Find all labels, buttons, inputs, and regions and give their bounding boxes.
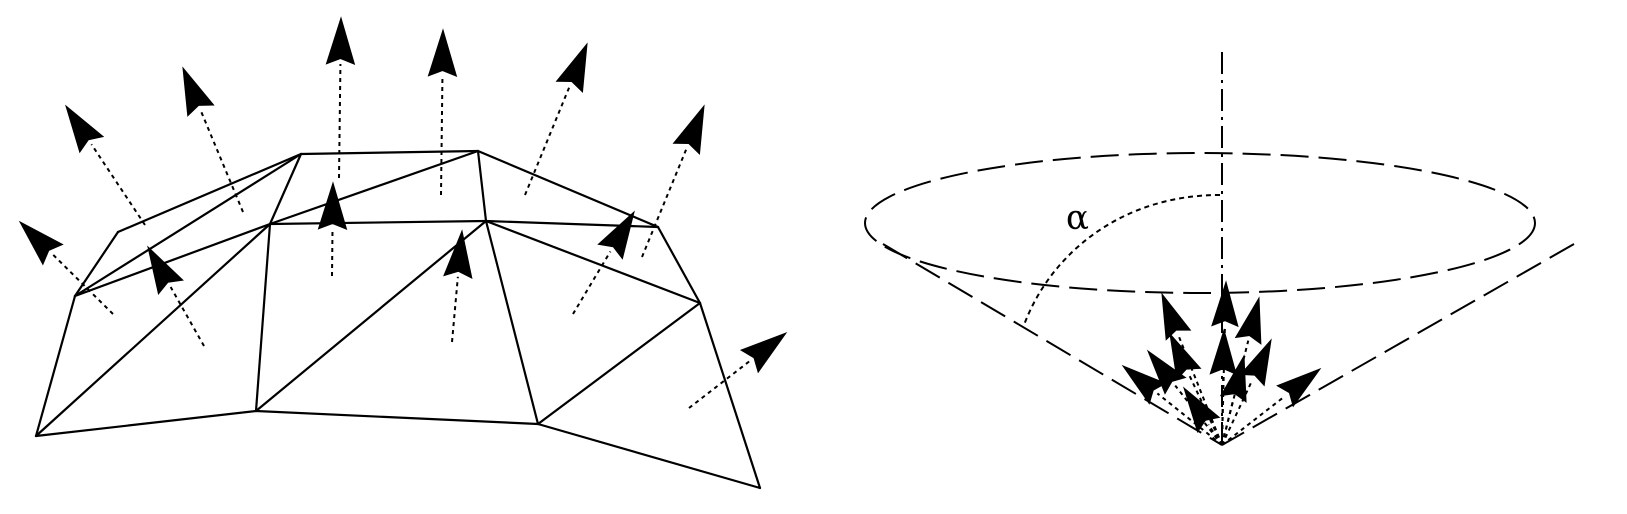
mesh-edge: [536, 422, 762, 490]
normal-shaft: [338, 63, 342, 179]
arrow-head: [597, 210, 635, 260]
mesh-edge: [299, 149, 480, 156]
normal-arrow: [572, 210, 635, 315]
mesh-edge: [476, 149, 488, 223]
normal-arrow: [443, 229, 473, 343]
cone-angle-label: α: [1066, 198, 1089, 238]
mesh-edge: [268, 152, 303, 226]
normal-arrow: [147, 245, 205, 347]
mesh-edge: [484, 219, 660, 229]
arrow-head: [1209, 328, 1237, 376]
normal-arrow: [182, 66, 244, 213]
normal-arrow: [325, 16, 356, 179]
normal-arrow: [688, 331, 788, 409]
normal-arrow: [18, 220, 114, 315]
normal-arrow: [1221, 296, 1262, 446]
mesh-edge: [268, 219, 488, 226]
mesh-edge: [34, 222, 272, 438]
arrow-head: [1239, 338, 1272, 387]
normal-arrow: [1209, 328, 1237, 446]
arrow-head: [1161, 292, 1192, 341]
arrow-head: [443, 229, 473, 279]
mesh-edge: [34, 294, 77, 438]
triangle-mesh: [34, 149, 762, 490]
mesh-edge: [476, 149, 660, 229]
mesh-with-normals: [18, 16, 788, 490]
arrow-head: [147, 245, 184, 296]
normal-arrow: [427, 28, 458, 196]
arrow-head: [325, 16, 356, 66]
arrow-head: [1234, 296, 1262, 345]
arrow-head: [672, 104, 705, 155]
arrow-head: [65, 104, 105, 154]
arrow-head: [1121, 364, 1167, 405]
normal-arrow: [1146, 349, 1223, 446]
cone-left-side: [882, 243, 1223, 446]
normal-shaft: [169, 286, 205, 347]
arrow-head: [427, 28, 458, 78]
mesh-edge: [254, 409, 540, 426]
normal-shaft: [688, 360, 751, 409]
normal-shaft: [331, 228, 334, 277]
normal-shaft: [440, 75, 444, 196]
normal-shaft: [1221, 395, 1286, 446]
arrow-head: [1146, 349, 1187, 395]
mesh-edge: [73, 222, 272, 298]
cone-angle-arc: [1023, 194, 1221, 326]
normal-shaft: [1221, 340, 1250, 446]
normal-shaft: [51, 253, 114, 315]
mesh-edge: [254, 222, 272, 413]
normal-shaft: [90, 143, 146, 226]
normal-cone: α: [864, 52, 1575, 446]
cone-right-side: [1221, 243, 1575, 446]
arrow-head: [1276, 367, 1322, 408]
normal-shaft: [1221, 379, 1254, 446]
arrow-head: [555, 42, 588, 93]
arrow-head: [317, 181, 348, 231]
arrow-head: [182, 66, 215, 117]
normal-shaft: [641, 148, 688, 258]
arrow-head: [1183, 386, 1221, 433]
mesh-edge: [268, 149, 480, 226]
normal-arrow: [1221, 338, 1272, 446]
normal-shaft: [524, 86, 571, 196]
mesh-edge: [116, 152, 303, 234]
mesh-edge: [73, 152, 303, 298]
normal-arrow: [1221, 367, 1322, 446]
arrow-head: [739, 331, 788, 374]
normal-shaft: [199, 110, 244, 213]
normal-arrow: [1169, 332, 1223, 446]
mesh-edge: [656, 225, 702, 305]
normal-shaft: [451, 276, 459, 343]
normal-arrow: [1121, 364, 1223, 446]
cone-rim: [864, 152, 1536, 294]
arrow-head: [1169, 332, 1202, 381]
mesh-edge: [254, 219, 488, 413]
mesh-edge: [484, 219, 702, 305]
normal-arrow: [641, 104, 705, 258]
arrow-head: [1219, 354, 1247, 403]
normal-arrow: [524, 42, 588, 196]
normal-arrow: [1219, 354, 1247, 446]
normal-arrow: [65, 104, 146, 226]
normal-shaft: [1221, 373, 1225, 446]
arrow-head: [1211, 280, 1239, 328]
cone-normals: [1121, 280, 1322, 446]
normal-arrow: [317, 181, 348, 277]
normal-arrow: [1183, 386, 1223, 446]
mesh-edge: [698, 301, 762, 490]
normal-shaft: [1187, 373, 1223, 446]
mesh-edge: [536, 301, 702, 426]
mesh-edge: [484, 219, 540, 426]
mesh-edge: [73, 230, 120, 298]
normal-shaft: [1156, 392, 1223, 446]
arrow-head: [18, 220, 64, 266]
surface-normals: [18, 16, 788, 409]
mesh-edge: [34, 409, 258, 438]
